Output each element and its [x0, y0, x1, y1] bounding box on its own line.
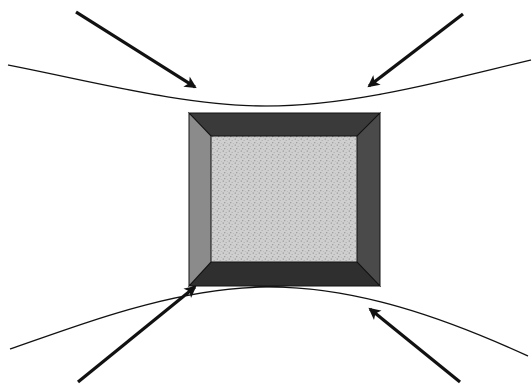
lower-boundary-curve: [10, 287, 528, 356]
top-right-arrow: [369, 14, 463, 86]
block-face: [211, 136, 357, 262]
block-top-bevel: [189, 113, 380, 136]
block-bottom-bevel: [189, 262, 380, 286]
bottom-right-arrow: [370, 309, 460, 382]
top-left-arrow: [76, 12, 195, 87]
block-right-bevel: [357, 113, 380, 286]
upper-boundary-curve: [8, 60, 531, 106]
bottom-left-arrow: [78, 287, 195, 382]
square-block: [189, 113, 380, 286]
block-left-bevel: [189, 113, 211, 286]
